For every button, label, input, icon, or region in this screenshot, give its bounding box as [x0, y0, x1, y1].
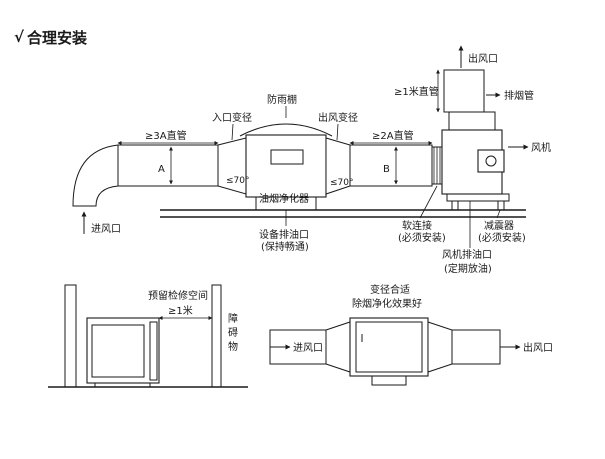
- device-drain-label: 设备排油口: [259, 228, 309, 241]
- maintenance-space-diagram: 障 碍 物 预留检修空间 ≥1米: [48, 284, 248, 388]
- inlet-label: 进风口: [91, 223, 121, 235]
- purifier-panel: [270, 149, 304, 165]
- obstacle-wall: [211, 284, 222, 388]
- damper-note: (必须安装): [478, 231, 526, 244]
- dim-b-label: B: [383, 164, 390, 175]
- fan-drain-note: (定期放油): [444, 262, 492, 275]
- rain-shed-label: 防雨棚: [267, 93, 297, 106]
- obstacle-char-2: 碍: [228, 327, 238, 339]
- side-purifier-body: [86, 317, 160, 384]
- fan-drain-label: 风机排油口: [442, 248, 492, 261]
- outlet-reducer-label: 出风变径: [318, 111, 358, 124]
- dim-1m-label: ≥1米: [168, 304, 193, 317]
- fan-motor: [477, 149, 505, 173]
- soft-joint-note: (必须安装): [398, 231, 446, 244]
- inlet-reducer-bottom: [325, 321, 351, 373]
- header: √ 合理安装: [14, 28, 88, 47]
- obstacle-char-3: 物: [228, 340, 238, 353]
- obstacle-char-1: 障: [228, 312, 238, 325]
- bottom-purifier-body: [349, 317, 429, 377]
- purifier-body: [245, 134, 327, 198]
- straight-2a-label: ≥2A直管: [372, 129, 414, 142]
- rain-shed: [239, 123, 333, 137]
- outlet-duct: [451, 329, 501, 365]
- bottom-inlet-label: 进风口: [293, 342, 323, 354]
- damper-right: [497, 200, 505, 211]
- side-purifier-panel: [91, 324, 145, 378]
- damper-label: 减震器: [484, 220, 514, 232]
- exhaust-pipe-label: 排烟管: [504, 89, 534, 102]
- dim-a-label: A: [158, 164, 165, 175]
- check-mark-icon: √: [14, 28, 25, 46]
- maintenance-space-label: 预留检修空间: [148, 289, 208, 302]
- bottom-outlet-label: 出风口: [523, 341, 553, 354]
- fan-neck: [448, 111, 496, 131]
- inlet-elbow-duct: [72, 144, 119, 207]
- reducer-diagram: 变径合适 除烟净化效果好 进风口 出风口: [269, 283, 553, 386]
- left-wall: [64, 284, 77, 388]
- angle-right-label: ≤70°: [330, 178, 354, 188]
- inlet-straight-duct: [117, 144, 219, 187]
- reducer-caption-1: 变径合适: [370, 283, 410, 296]
- outlet-top-label: 出风口: [468, 52, 498, 65]
- exhaust-pipe: [443, 69, 485, 113]
- fan-label: 风机: [531, 141, 551, 154]
- page-title: 合理安装: [26, 29, 88, 47]
- fan-base: [446, 193, 510, 202]
- inlet-reducer-label: 入口变径: [212, 111, 252, 124]
- top-installation-diagram: 出风口 ≥1米直管 排烟管 风机 防雨棚 入口变径 出风变径 ≥3A直管 ≥2A…: [72, 45, 551, 275]
- damper-left: [451, 200, 459, 211]
- soft-joint-label: 软连接: [402, 219, 432, 232]
- purifier-label: 油烟净化器: [259, 192, 309, 205]
- straight-3a-label: ≥3A直管: [145, 129, 187, 142]
- outlet-reducer-bottom: [427, 321, 453, 373]
- bottom-purifier-base: [371, 375, 407, 386]
- outlet-straight-duct: [349, 144, 433, 187]
- straight-1m-label: ≥1米直管: [394, 85, 439, 98]
- device-drain-note: (保持畅通): [261, 240, 309, 253]
- angle-left-label: ≤70°: [226, 176, 250, 186]
- reducer-caption-2: 除烟净化效果好: [352, 297, 422, 310]
